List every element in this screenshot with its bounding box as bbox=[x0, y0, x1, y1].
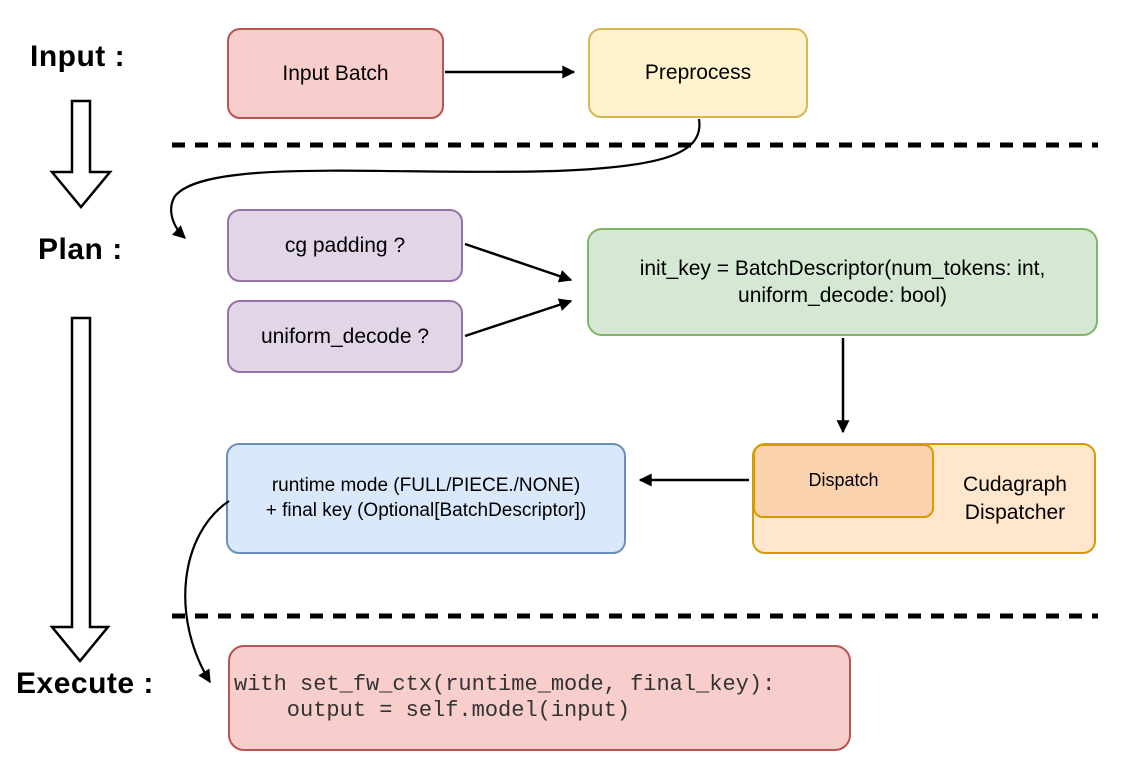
node-cg-padding-label: cg padding ? bbox=[284, 233, 406, 257]
node-uniform-decode-label: uniform_decode ? bbox=[260, 324, 430, 348]
connector-cg-padding-to-init-key bbox=[464, 242, 573, 283]
node-input-batch-label: Input Batch bbox=[282, 61, 389, 85]
connector-runtime-result-to-execute-code bbox=[184, 500, 230, 684]
node-cg-padding: cg padding ? bbox=[227, 209, 463, 282]
stage-label-execute: Execute : bbox=[16, 667, 154, 700]
input-to-plan-flow-arrow bbox=[49, 99, 113, 209]
node-dispatch: Dispatch bbox=[753, 444, 934, 518]
node-input-batch: Input Batch bbox=[227, 28, 444, 119]
node-execute-code: with set_fw_ctx(runtime_mode, final_key)… bbox=[228, 645, 851, 751]
node-runtime-result-line1: runtime mode (FULL/PIECE./NONE) bbox=[271, 474, 581, 496]
node-execute-code-line1: with set_fw_ctx(runtime_mode, final_key)… bbox=[234, 671, 776, 697]
plan-to-execute-flow-arrow bbox=[49, 316, 111, 663]
connector-uniform-decode-to-init-key bbox=[464, 298, 573, 338]
stage-label-input: Input : bbox=[30, 40, 126, 73]
node-init-key: init_key = BatchDescriptor(num_tokens: i… bbox=[587, 228, 1098, 336]
node-cudagraph-dispatcher-label: Cudagraph Dispatcher bbox=[963, 473, 1067, 524]
stage-label-plan: Plan : bbox=[38, 233, 123, 266]
node-runtime-result-line2: + final key (Optional[BatchDescriptor]) bbox=[265, 499, 587, 521]
node-runtime-result: runtime mode (FULL/PIECE./NONE) + final … bbox=[226, 443, 626, 554]
node-execute-code-line2: output = self.model(input) bbox=[234, 698, 631, 723]
node-preprocess-label: Preprocess bbox=[644, 61, 752, 85]
node-init-key-line2: uniform_decode: bool) bbox=[738, 284, 947, 307]
node-dispatch-label: Dispatch bbox=[808, 470, 879, 491]
node-init-key-line1: init_key = BatchDescriptor(num_tokens: i… bbox=[639, 256, 1046, 280]
node-uniform-decode: uniform_decode ? bbox=[227, 300, 463, 373]
node-preprocess: Preprocess bbox=[588, 28, 808, 118]
